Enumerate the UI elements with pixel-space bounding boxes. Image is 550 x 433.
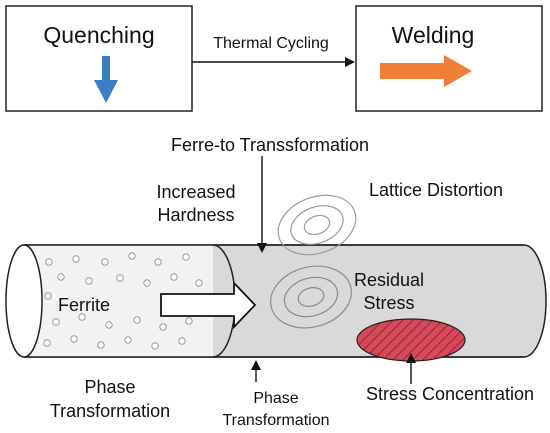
stress-concentration-arrow	[406, 353, 416, 384]
welding-box: Welding	[355, 5, 543, 112]
down-arrow-icon	[94, 56, 118, 103]
ferrite-particles	[43, 252, 203, 350]
thermal-cycling-label: Thermal Cycling	[213, 35, 329, 52]
stress-concentration-label: Stress Concentration	[366, 384, 534, 404]
increased-hardness-line1: Increased	[156, 182, 235, 202]
hollow-arrow-icon	[160, 280, 257, 330]
quenching-label: Quenching	[43, 22, 154, 48]
phase-mid-arrow	[251, 360, 261, 382]
phase-transformation-mid-line1: Phase	[253, 390, 298, 407]
phase-transformation-left-line1: Phase	[84, 377, 135, 397]
welding-label: Welding	[392, 22, 475, 48]
ferrite-label: Ferrite	[58, 295, 110, 315]
rod-end-face	[5, 244, 43, 358]
residual-stress-rings	[270, 265, 352, 329]
right-arrow-icon	[380, 55, 472, 87]
phase-transformation-mid-line2: Transformation	[223, 412, 330, 429]
phase-transformation-left-line2: Transformation	[50, 401, 170, 421]
thermal-cycling-connector: Thermal Cycling	[192, 35, 355, 67]
ferreto-transformation-label: Ferre-to Transsformation	[171, 135, 369, 155]
lattice-distortion-rings	[277, 194, 357, 256]
quenching-box: Quenching	[5, 5, 193, 112]
lattice-distortion-label: Lattice Distortion	[369, 180, 503, 200]
residual-stress-line1: Residual	[354, 270, 424, 290]
residual-stress-line2: Stress	[363, 293, 414, 313]
increased-hardness-line2: Hardness	[157, 205, 234, 225]
ferreto-arrow	[257, 156, 267, 253]
